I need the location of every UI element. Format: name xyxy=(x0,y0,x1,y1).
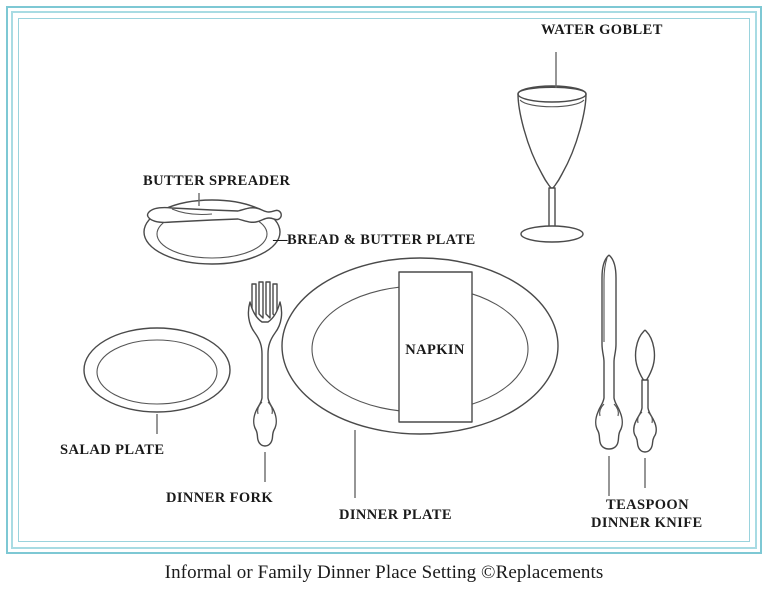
label-dinner-fork: DINNER FORK xyxy=(166,490,273,506)
label-salad-plate: SALAD PLATE xyxy=(60,442,164,458)
label-napkin: NAPKIN xyxy=(405,342,465,358)
salad-plate xyxy=(83,327,231,413)
label-bread-butter-dash: — xyxy=(272,232,288,248)
label-dinner-knife: DINNER KNIFE xyxy=(591,515,703,531)
dinner-knife xyxy=(595,254,623,450)
label-teaspoon: TEASPOON xyxy=(606,497,689,513)
teaspoon xyxy=(633,329,657,453)
water-goblet xyxy=(517,85,587,243)
label-water-goblet: WATER GOBLET xyxy=(541,22,663,38)
dinner-fork xyxy=(247,281,283,447)
figure-caption: Informal or Family Dinner Place Setting … xyxy=(164,562,604,583)
label-dinner-plate: DINNER PLATE xyxy=(339,507,452,523)
butter-spreader xyxy=(146,206,282,224)
napkin: NAPKIN xyxy=(398,271,473,423)
label-butter-spreader: BUTTER SPREADER xyxy=(143,173,291,189)
label-bread-and-butter-plate: BREAD & BUTTER PLATE xyxy=(287,232,476,248)
place-setting-diagram: WATER GOBLET BUTTER SPREADER — BREAD & B… xyxy=(60,22,703,531)
